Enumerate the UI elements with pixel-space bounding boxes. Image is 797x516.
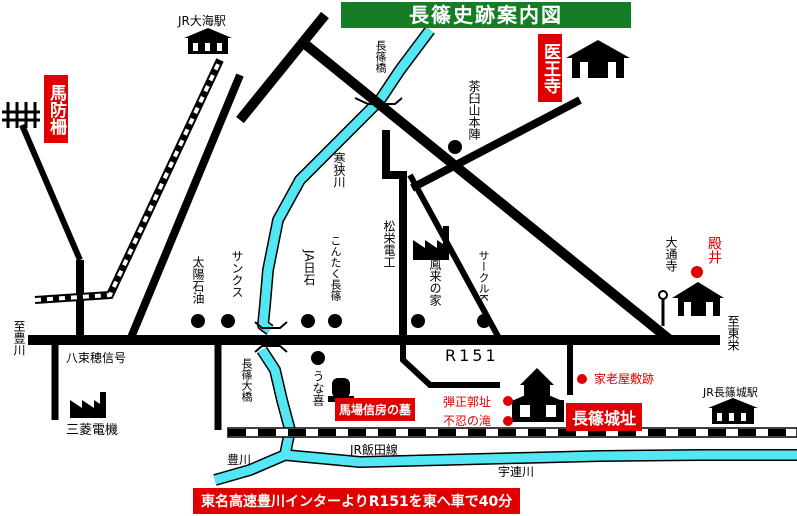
nagashino-bridge-label: 長篠橋 [374,40,387,73]
landmark-dots [191,140,491,365]
red-dots [503,266,703,426]
tonoi-label: 殿井 [706,236,722,264]
jr-nagashinojo-label: JR長篠城駅 [703,386,758,399]
toyokawa-direction-label: 至豊川 [12,320,26,356]
utsuregawa-label: 宇連川 [498,465,535,479]
castle-icon [512,368,564,422]
mitsubishi-label: 三菱電機 [66,423,119,438]
station-icon-ooumi [184,28,232,54]
yatsuka-signal-label: 八束穂信号 [66,351,127,365]
nagashino-ohashi-label: 長篠大橋 [240,358,253,402]
kansakugawa-label: 寒狭川 [332,152,346,188]
directions-label: 東名高速豊川インターよりR151を東へ車で40分 [193,488,521,514]
toyokawa-river-label: 豊川 [227,453,252,467]
circle-k-label: サークルK [477,250,490,302]
temple-icon-daitsuji [658,282,724,326]
factory-icon-shoei [413,226,449,260]
iohji-label: 医王寺 [538,34,562,102]
baba-tomb-label: 馬場信房の墓 [335,398,416,421]
route-label: R151 [445,346,499,365]
sunks-label: サンクス [230,250,244,298]
fence-icon [2,102,40,128]
factory-icon-mitsubishi [70,392,106,418]
kondaku-label: こんたく長篠 [329,235,342,301]
temple-icon-iohji [566,40,630,78]
horai-no-ie-label: 鳳来の家 [428,258,442,306]
iida-line-label: JR飯田線 [350,443,398,457]
umabosaku-label: 馬防柵 [44,75,68,143]
ja-hiishi-label: JA日石 [302,250,316,286]
nagashino-castle-label: 長篠城址 [566,403,643,431]
danjokuruwa-label: 弾正郭址 [443,395,492,409]
unaki-label: うな喜 [311,370,325,406]
chausuyama-label: 茶臼山本陣 [467,80,481,140]
daitsuji-label: 大通寺 [664,236,678,272]
higashi-ei-direction-label: 至東栄 [726,315,740,351]
jr-ooumi-label: JR大海駅 [178,14,226,28]
shinobunotaki-label: 不忍の滝 [443,414,492,428]
map-title: 長篠史跡案内図 [341,2,631,28]
station-icon-nagashinojo [708,398,758,424]
karoyashiki-label: 家老屋敷跡 [594,372,655,386]
shoei-denko-label: 松栄電工 [382,220,396,268]
taiyo-sekiyu-label: 太陽石油 [191,256,205,304]
